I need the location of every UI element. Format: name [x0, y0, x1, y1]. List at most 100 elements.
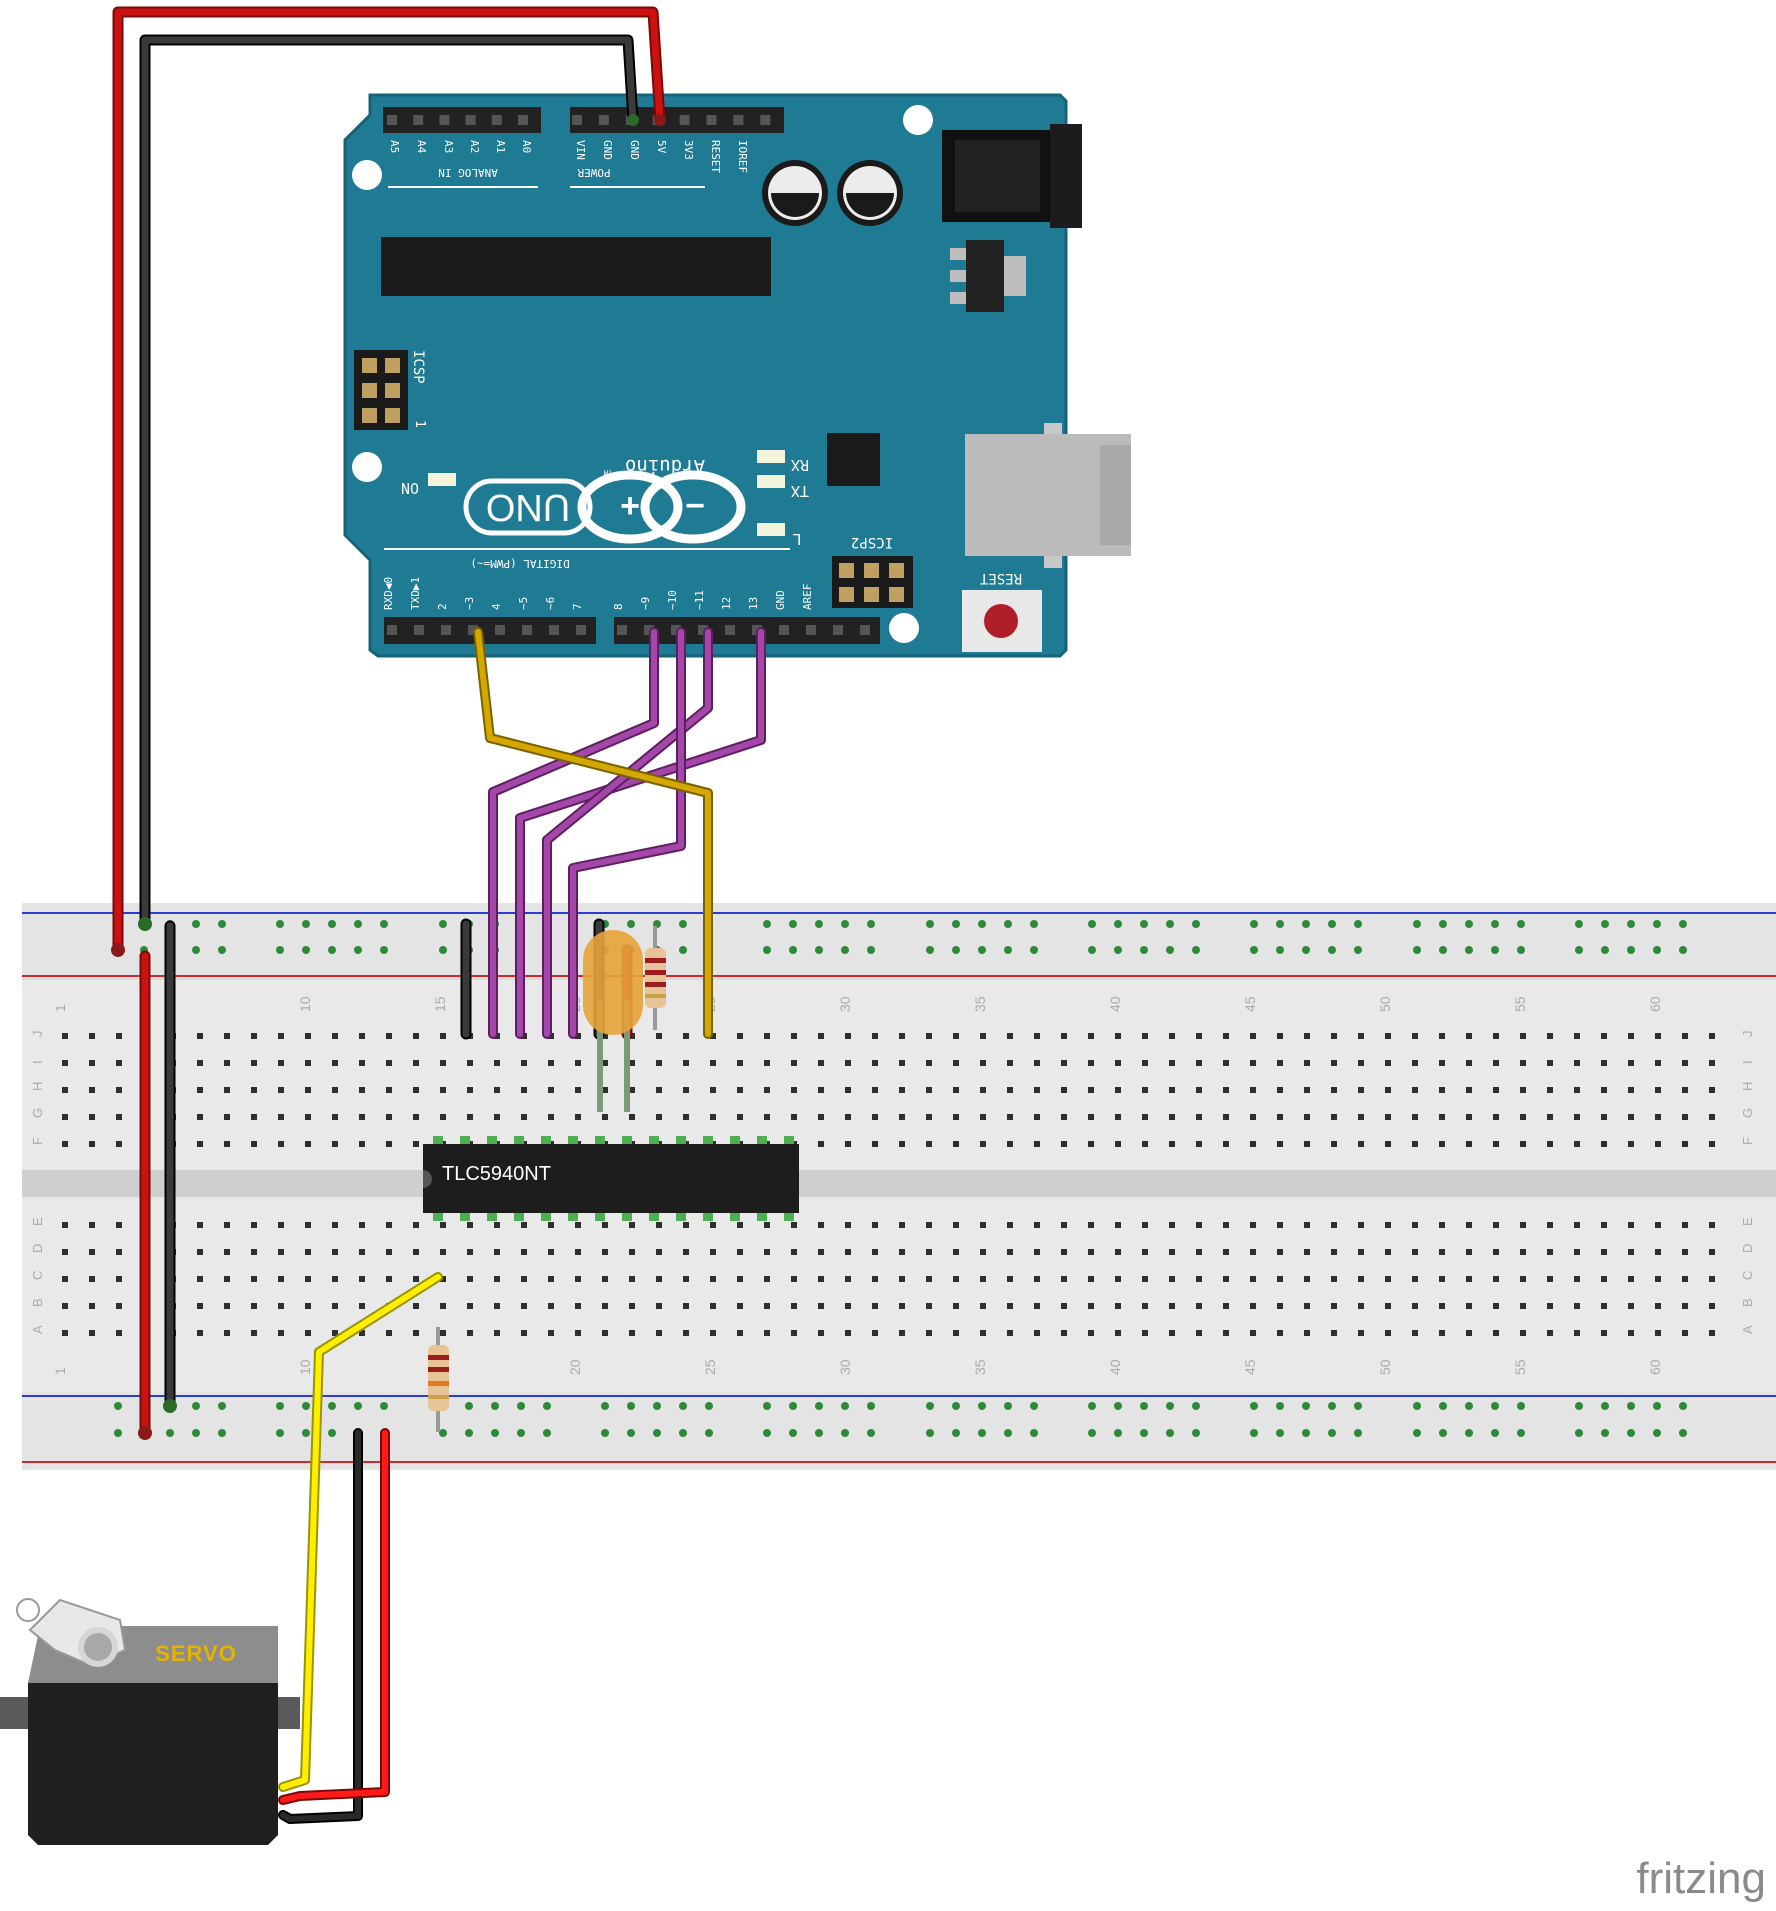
capacitor-2-mark [846, 193, 894, 217]
breadboard-hole [737, 1276, 743, 1282]
rail-hole [1114, 946, 1122, 954]
header-pin [698, 625, 708, 635]
breadboard-hole [1709, 1060, 1715, 1066]
breadboard-hole [1331, 1033, 1337, 1039]
rail-hole [328, 920, 336, 928]
breadboard-hole [1304, 1114, 1310, 1120]
breadboard-hole [980, 1276, 986, 1282]
breadboard-hole [1277, 1249, 1283, 1255]
rail-hole [978, 1402, 986, 1410]
breadboard-holes [62, 920, 1715, 1437]
icsp-pin [385, 383, 400, 398]
breadboard-hole [1628, 1276, 1634, 1282]
resistor-band [645, 970, 666, 975]
reset-button: RESET [962, 570, 1042, 652]
pin-label: 2 [436, 603, 449, 610]
breadboard-hole [1358, 1114, 1364, 1120]
breadboard-hole [1628, 1141, 1634, 1147]
breadboard-hole [359, 1276, 365, 1282]
pin-label: IOREF [736, 140, 749, 173]
breadboard-hole [737, 1303, 743, 1309]
rail-hole [1250, 1402, 1258, 1410]
ceramic-capacitor [583, 930, 643, 1112]
chip-pin [541, 1136, 551, 1146]
rail-hole [1439, 1402, 1447, 1410]
breadboard-hole [1034, 1141, 1040, 1147]
breadboard-hole [926, 1033, 932, 1039]
chip-pin [595, 1211, 605, 1221]
breadboard-hole [1223, 1249, 1229, 1255]
breadboard-hole [1439, 1303, 1445, 1309]
rail-hole [926, 920, 934, 928]
breadboard-hole [575, 1033, 581, 1039]
breadboard-hole [1304, 1303, 1310, 1309]
breadboard-hole [1196, 1060, 1202, 1066]
icsp-pin [362, 358, 377, 373]
breadboard-hole [683, 1249, 689, 1255]
breadboard-hole [1547, 1303, 1553, 1309]
rail-hole [1276, 946, 1284, 954]
chip-pin [676, 1136, 686, 1146]
breadboard-hole [1088, 1141, 1094, 1147]
breadboard-hole [1277, 1087, 1283, 1093]
chip-pin [649, 1136, 659, 1146]
breadboard-hole [926, 1060, 932, 1066]
pin-label: ~5 [517, 597, 530, 610]
breadboard-hole [440, 1114, 446, 1120]
breadboard-hole [602, 1060, 608, 1066]
pin-label: A4 [415, 140, 428, 154]
breadboard-hole [1223, 1276, 1229, 1282]
breadboard-hole [1115, 1033, 1121, 1039]
rail-hole [1140, 1429, 1148, 1437]
breadboard-hole [1034, 1060, 1040, 1066]
on-led [428, 473, 456, 486]
breadboard-hole [494, 1330, 500, 1336]
breadboard-hole [413, 1114, 419, 1120]
breadboard-hole [440, 1330, 446, 1336]
column-number: 45 [1242, 996, 1258, 1012]
row-letters: J I H G F E D C B A J I H G F E D C B A [30, 1031, 1755, 1335]
rail-hole [1276, 1402, 1284, 1410]
breadboard-hole [359, 1087, 365, 1093]
breadboard-hole [818, 1087, 824, 1093]
breadboard-hole [467, 1087, 473, 1093]
breadboard-hole [845, 1276, 851, 1282]
chip-pin [622, 1211, 632, 1221]
breadboard-hole [89, 1222, 95, 1228]
rail-hole [1491, 1429, 1499, 1437]
rail-hole [465, 1402, 473, 1410]
breadboard-hole [926, 1141, 932, 1147]
column-number: 30 [837, 1359, 853, 1375]
rail-hole [1250, 920, 1258, 928]
breadboard-hole [1115, 1087, 1121, 1093]
breadboard-hole [1412, 1330, 1418, 1336]
rail-hole [1302, 1429, 1310, 1437]
column-number: 35 [972, 996, 988, 1012]
rail-hole [1491, 1402, 1499, 1410]
breadboard-hole [89, 1033, 95, 1039]
breadboard-hole [791, 1114, 797, 1120]
rail-hole [1328, 1429, 1336, 1437]
breadboard-hole [1412, 1114, 1418, 1120]
breadboard-hole [1574, 1033, 1580, 1039]
breadboard-hole [278, 1222, 284, 1228]
row-letter: A [30, 1325, 45, 1334]
breadboard-hole [980, 1222, 986, 1228]
breadboard-hole [575, 1222, 581, 1228]
rail-hole [192, 946, 200, 954]
breadboard-hole [1061, 1114, 1067, 1120]
breadboard-hole [1682, 1141, 1688, 1147]
breadboard-hole [386, 1060, 392, 1066]
breadboard-hole [710, 1222, 716, 1228]
breadboard-hole [251, 1249, 257, 1255]
breadboard-hole [872, 1033, 878, 1039]
breadboard-hole [602, 1276, 608, 1282]
breadboard-hole [197, 1060, 203, 1066]
breadboard-hole [62, 1060, 68, 1066]
breadboard-hole [1250, 1114, 1256, 1120]
breadboard-hole [1196, 1222, 1202, 1228]
header-pin [779, 625, 789, 635]
breadboard-hole [791, 1276, 797, 1282]
header-pin [387, 115, 397, 125]
chip-pin [649, 1211, 659, 1221]
